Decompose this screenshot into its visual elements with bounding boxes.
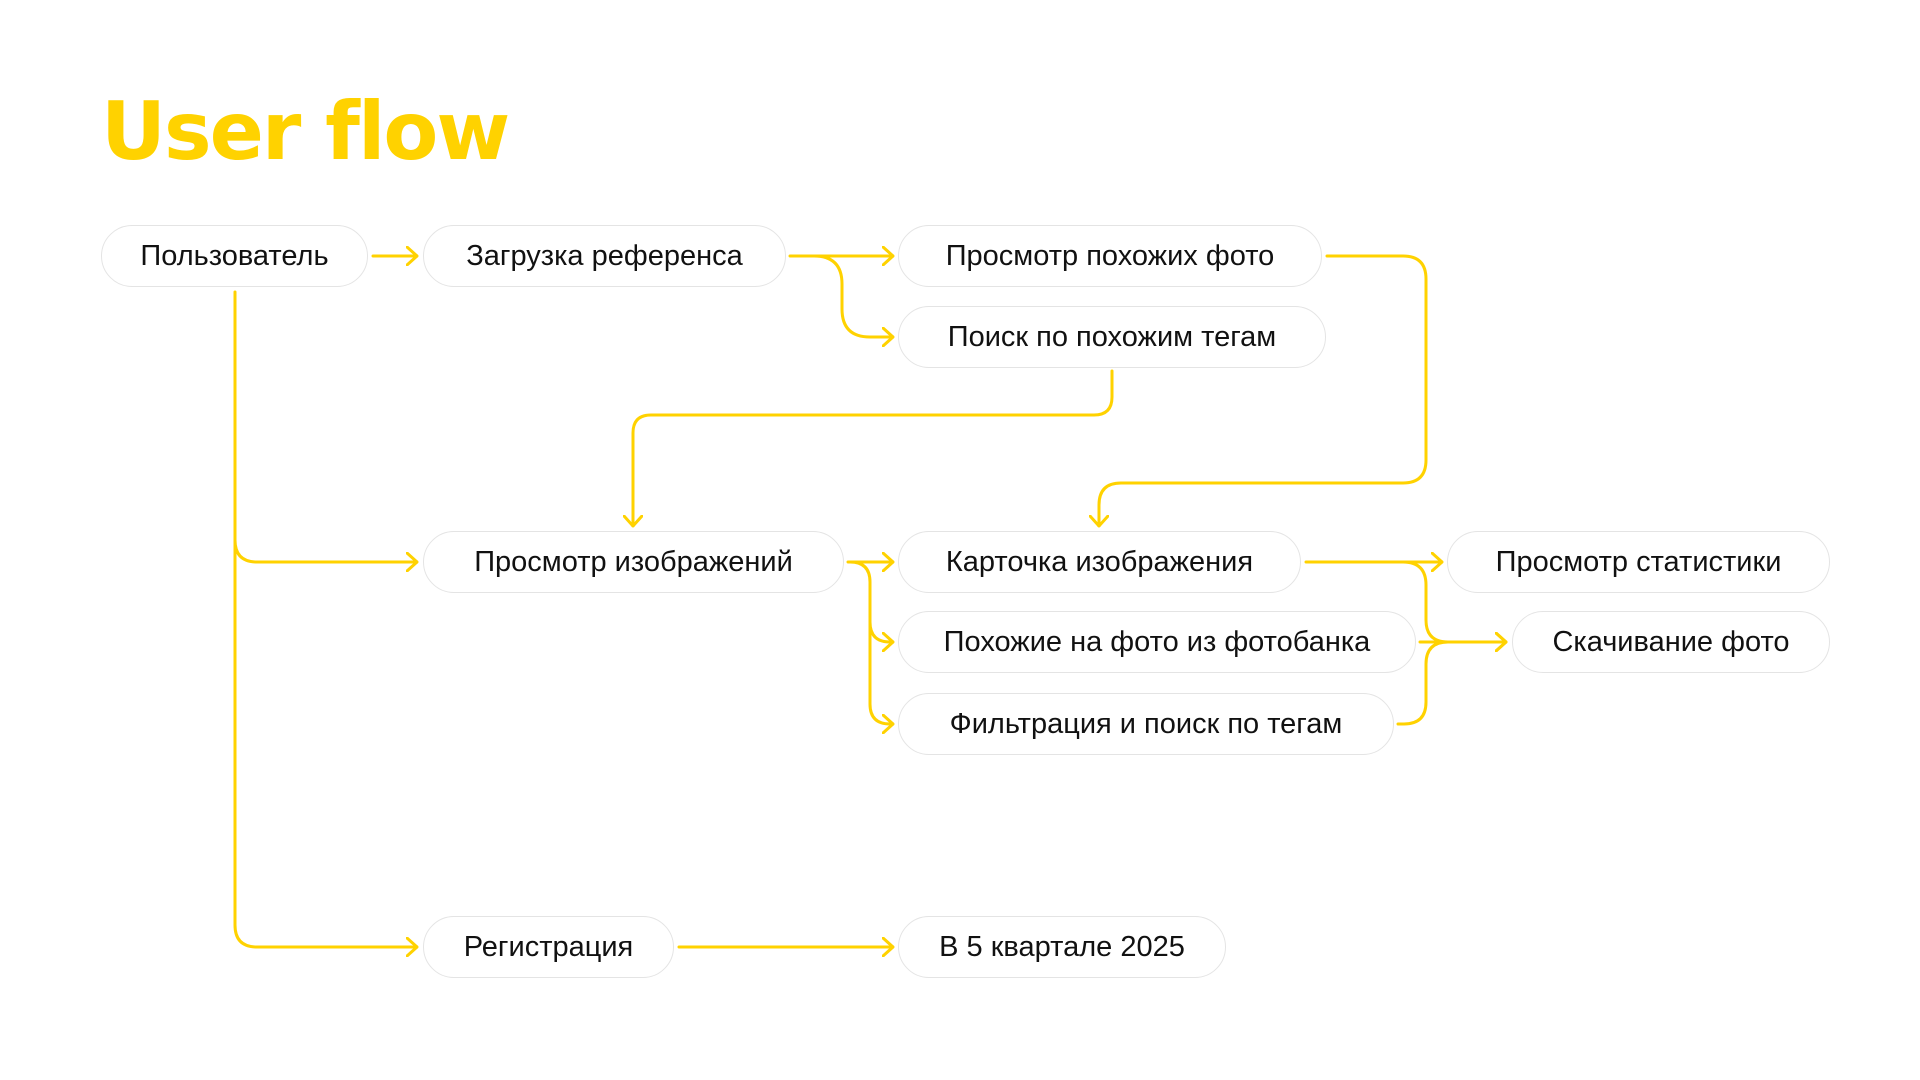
arrow-similar-photos-to-image-card [1099,254,1428,528]
node-user-label: Пользователь [140,239,329,272]
node-registration: Регистрация [423,916,674,978]
node-download-photo-label: Скачивание фото [1552,625,1790,658]
node-registration-label: Регистрация [463,930,634,963]
node-search-similar-tags-label: Поиск по похожим тегам [947,320,1277,353]
arrow-view-images-to-filter [868,618,895,724]
arrow-user-to-registration [233,538,419,947]
arrow-upload-to-similar-tags [812,254,895,337]
node-view-similar-photos-label: Просмотр похожих фото [945,239,1275,272]
node-view-statistics: Просмотр статистики [1447,531,1830,593]
node-download-photo: Скачивание фото [1512,611,1830,673]
arrow-user-to-view-images [233,290,419,562]
arrow-filter-to-download [1396,640,1450,726]
node-filter-search-tags: Фильтрация и поиск по тегам [898,693,1394,755]
node-upload-reference: Загрузка референса [423,225,786,287]
node-view-images: Просмотр изображений [423,531,844,593]
node-q5-2025: В 5 квартале 2025 [898,916,1226,978]
node-filter-search-tags-label: Фильтрация и поиск по тегам [949,707,1343,740]
arrow-tags-to-view-images [633,369,1114,528]
node-search-similar-tags: Поиск по похожим тегам [898,306,1326,368]
node-upload-reference-label: Загрузка референса [466,239,743,272]
node-user: Пользователь [101,225,368,287]
node-image-card-label: Карточка изображения [945,545,1254,578]
node-view-similar-photos: Просмотр похожих фото [898,225,1322,287]
page-title: User flow [101,85,510,178]
node-view-statistics-label: Просмотр статистики [1495,545,1782,578]
node-similar-stock-photos: Похожие на фото из фотобанка [898,611,1416,673]
node-view-images-label: Просмотр изображений [474,545,793,578]
node-similar-stock-photos-label: Похожие на фото из фотобанка [943,625,1371,658]
node-image-card: Карточка изображения [898,531,1301,593]
node-q5-2025-label: В 5 квартале 2025 [939,930,1185,963]
